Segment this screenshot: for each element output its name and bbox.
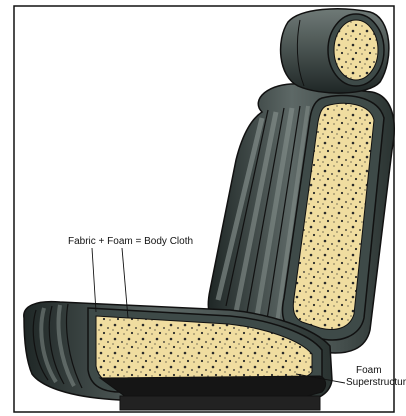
leader-line-fabric-1	[92, 248, 96, 312]
seat-frame-base	[120, 396, 320, 410]
headrest-foam	[334, 20, 378, 80]
label-foam-superstructure-line2: Superstructure	[346, 377, 406, 388]
label-foam-superstructure-line1: Foam	[356, 365, 382, 376]
label-fabric-foam-body-cloth: Fabric + Foam = Body Cloth	[68, 236, 193, 247]
